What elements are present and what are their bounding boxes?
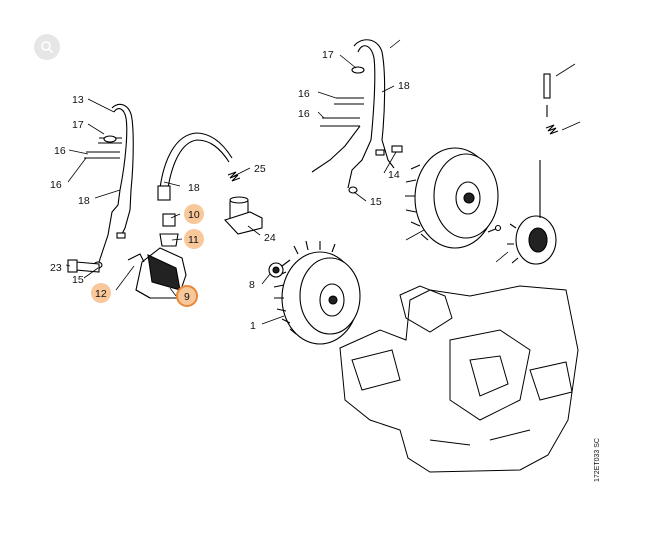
ignition-lead-18 — [157, 132, 233, 201]
flywheel — [273, 240, 361, 345]
highlight-badge-12[interactable] — [91, 283, 111, 303]
ignition-module — [127, 247, 187, 299]
spring-25 — [227, 171, 241, 182]
spark-plug-boot — [224, 196, 263, 235]
label-11: 11 — [188, 234, 199, 246]
clutch — [507, 215, 557, 265]
magnifier-icon — [41, 41, 54, 54]
zoom-button[interactable] — [34, 34, 60, 60]
fan-wheel — [405, 147, 499, 249]
label-17: 17 — [322, 49, 334, 61]
label-18: 18 — [188, 182, 200, 194]
label-1: 1 — [250, 320, 256, 332]
label-14: 14 — [388, 169, 400, 181]
highlight-badge-11[interactable] — [184, 229, 204, 249]
highlight-badge-10[interactable] — [184, 204, 204, 224]
label-16: 16 — [50, 179, 62, 191]
engine-housing — [339, 285, 579, 473]
label-17: 17 — [72, 119, 84, 131]
insulator-10-11 — [159, 213, 179, 247]
label-9: 9 — [184, 291, 190, 303]
part-labels: 13 17 16 16 18 18 25 10 11 24 23 15 12 9… — [50, 49, 601, 482]
label-18: 18 — [398, 80, 410, 92]
label-25: 25 — [254, 163, 266, 175]
label-15: 15 — [370, 196, 382, 208]
pin-and-spring — [539, 73, 559, 218]
diagram-caption: 172ET033 SC — [594, 438, 601, 482]
short-circuit-wire-right — [311, 39, 403, 194]
highlight-badge-9-selected[interactable] — [176, 285, 198, 307]
nut-8 — [268, 262, 284, 278]
label-16: 16 — [54, 145, 66, 157]
label-18: 18 — [78, 195, 90, 207]
label-16: 16 — [298, 88, 310, 100]
screw-23 — [67, 259, 101, 273]
label-8: 8 — [249, 279, 255, 291]
short-circuit-wire-left — [84, 103, 134, 269]
label-24: 24 — [264, 232, 276, 244]
leader-lines — [65, 39, 581, 325]
label-10: 10 — [188, 209, 200, 221]
label-16: 16 — [298, 108, 310, 120]
label-23: 23 — [50, 262, 62, 274]
small-screw — [487, 224, 502, 233]
label-12: 12 — [95, 288, 107, 300]
label-13: 13 — [72, 94, 84, 106]
label-15: 15 — [72, 274, 84, 286]
